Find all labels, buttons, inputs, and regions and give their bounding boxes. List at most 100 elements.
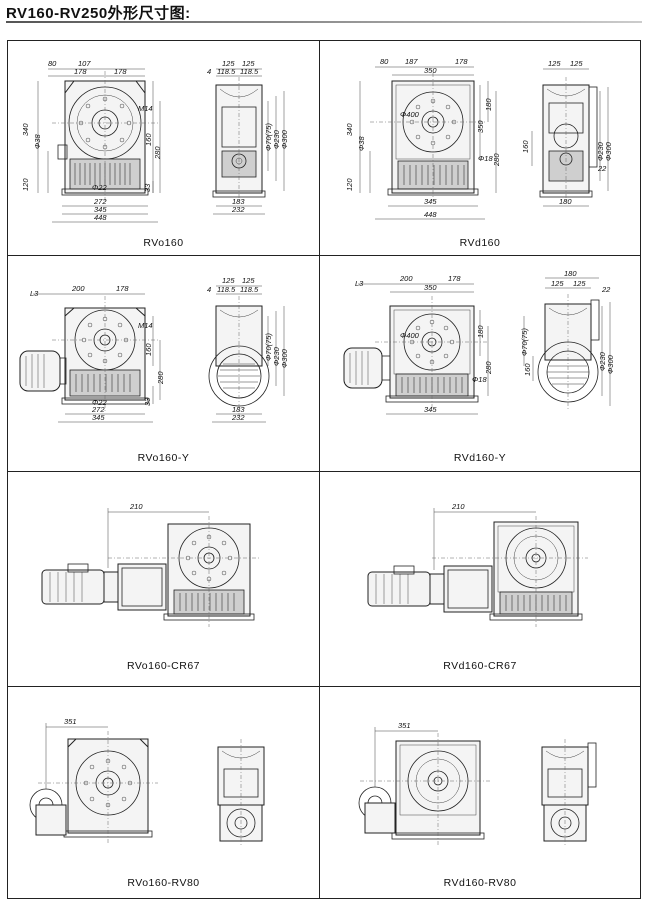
dim-210: 210 bbox=[129, 502, 143, 511]
side-dim-125-right: 125 bbox=[573, 279, 586, 288]
side-dim-125-left: 125 bbox=[222, 59, 235, 68]
dim-107: 107 bbox=[78, 59, 91, 68]
dim-178: 178 bbox=[455, 57, 468, 66]
drawing-rvd160-y: L3 200 178 350 Φ400 180 280 Φ18 345 180 … bbox=[343, 269, 615, 415]
panel-rvd160-rv80: 351 RVd160-RV80 bbox=[319, 686, 641, 899]
dim-160: 160 bbox=[144, 343, 153, 356]
panel-rvd160-y: L3 200 178 350 Φ400 180 280 Φ18 345 180 … bbox=[319, 255, 641, 472]
dim-350-vertical: 350 bbox=[476, 120, 485, 133]
dim-phi22: Φ22 bbox=[92, 398, 107, 407]
caption-rvo160-y: RVo160-Y bbox=[137, 452, 190, 464]
dim-phi38: Φ38 bbox=[357, 136, 366, 151]
dim-345: 345 bbox=[424, 197, 437, 206]
side-dim-phi70: Φ70(75) bbox=[520, 328, 529, 356]
dim-phi18: Φ18 bbox=[472, 375, 487, 384]
dim-350: 350 bbox=[424, 283, 437, 292]
side-dim-125-right: 125 bbox=[242, 59, 255, 68]
dim-345: 345 bbox=[92, 413, 105, 422]
dim-phi18: Φ18 bbox=[478, 154, 493, 163]
dim-280: 280 bbox=[484, 361, 493, 375]
side-dim-118.5-right: 118.5 bbox=[240, 285, 259, 294]
side-dim-118.5-right: 118.5 bbox=[240, 67, 259, 76]
caption-rvd160-cr67: RVd160-CR67 bbox=[443, 660, 517, 672]
panel-rvo160-rv80: 351 RVo160-RV80 bbox=[7, 686, 320, 899]
panel-rvo160-cr67: 210 RVo160-CR67 bbox=[7, 471, 320, 687]
dim-200: 200 bbox=[399, 274, 413, 283]
side-dim-phi230: Φ230 bbox=[598, 351, 607, 371]
dim-210: 210 bbox=[451, 502, 465, 511]
side-dim-160: 160 bbox=[521, 140, 530, 153]
dim-phi400: Φ400 bbox=[400, 331, 420, 340]
drawing-rvo160-rv80: 351 bbox=[29, 717, 265, 847]
dim-187: 187 bbox=[405, 57, 418, 66]
dim-345: 345 bbox=[94, 205, 107, 214]
side-dim-125-right: 125 bbox=[570, 59, 583, 68]
side-dim-22: 22 bbox=[601, 285, 611, 294]
dim-phi400: Φ400 bbox=[400, 110, 420, 119]
side-dim-phi230: Φ230 bbox=[272, 129, 281, 149]
dim-345: 345 bbox=[424, 405, 437, 414]
side-dim-125-right: 125 bbox=[242, 276, 255, 285]
dim-178-right: 178 bbox=[114, 67, 127, 76]
side-dim-125-left: 125 bbox=[222, 276, 235, 285]
side-dim-phi300: Φ300 bbox=[606, 354, 615, 374]
side-dim-180: 180 bbox=[559, 197, 572, 206]
dim-m14: M14 bbox=[138, 321, 153, 330]
dim-178: 178 bbox=[448, 274, 461, 283]
dim-448: 448 bbox=[94, 213, 107, 222]
side-dim-125-left: 125 bbox=[548, 59, 561, 68]
dim-272: 272 bbox=[91, 405, 105, 414]
caption-rvo160: RVo160 bbox=[143, 237, 184, 249]
drawing-rvo160: 80 107 178 178 M14 340 Φ38 120 160 280 Φ… bbox=[21, 59, 289, 223]
side-dim-160: 160 bbox=[523, 363, 532, 376]
side-dim-phi70: Φ70(75) bbox=[264, 123, 273, 151]
caption-rvd160-rv80: RVd160-RV80 bbox=[443, 877, 517, 889]
caption-rvo160-cr67: RVo160-CR67 bbox=[126, 660, 201, 672]
side-dim-180: 180 bbox=[564, 269, 577, 278]
dim-160: 160 bbox=[144, 133, 153, 146]
dim-340: 340 bbox=[345, 123, 354, 136]
dim-120: 120 bbox=[21, 178, 30, 191]
dim-33: 33 bbox=[143, 183, 152, 192]
dim-200: 200 bbox=[71, 284, 85, 293]
side-dim-phi300: Φ300 bbox=[280, 129, 289, 149]
panel-rvd160-cr67: 210 RVd160-CR67 bbox=[319, 471, 641, 687]
dim-80: 80 bbox=[380, 57, 389, 66]
dim-280: 280 bbox=[156, 371, 165, 385]
side-dim-125-left: 125 bbox=[551, 279, 564, 288]
dim-phi38: Φ38 bbox=[33, 134, 42, 149]
dim-272: 272 bbox=[93, 197, 107, 206]
dim-351: 351 bbox=[398, 721, 411, 730]
title-divider bbox=[6, 21, 642, 23]
side-dim-4: 4 bbox=[207, 67, 211, 76]
panel-rvo160: 80 107 178 178 M14 340 Φ38 120 160 280 Φ… bbox=[7, 40, 320, 256]
dim-L3: L3 bbox=[30, 289, 39, 298]
dim-340: 340 bbox=[21, 123, 30, 136]
dim-m14: M14 bbox=[138, 104, 153, 113]
side-dim-232: 232 bbox=[231, 413, 245, 422]
side-dim-232: 232 bbox=[231, 205, 245, 214]
drawing-rvo160-cr67: 210 bbox=[41, 502, 260, 627]
dim-350: 350 bbox=[424, 66, 437, 75]
side-dim-phi230: Φ230 bbox=[272, 346, 281, 366]
panel-rvo160-y: L3 200 178 M14 160 280 Φ22 33 272 345 12… bbox=[7, 255, 320, 472]
dim-L3: L3 bbox=[355, 279, 364, 288]
drawing-rvd160-rv80: 351 bbox=[358, 721, 597, 847]
side-dim-phi70: Φ70(75) bbox=[264, 333, 273, 361]
caption-rvd160-y: RVd160-Y bbox=[453, 452, 507, 464]
side-dim-183: 183 bbox=[232, 197, 245, 206]
dim-280: 280 bbox=[492, 153, 501, 167]
dim-351: 351 bbox=[64, 717, 77, 726]
dim-phi22: Φ22 bbox=[92, 183, 107, 192]
dim-180: 180 bbox=[484, 98, 493, 111]
dim-80: 80 bbox=[48, 59, 57, 68]
dim-33: 33 bbox=[143, 397, 152, 406]
drawing-rvd160: 80 187 178 350 Φ400 340 Φ38 120 350 180 … bbox=[345, 57, 613, 220]
side-dim-118.5-left: 118.5 bbox=[217, 285, 236, 294]
side-dim-phi300: Φ300 bbox=[604, 141, 613, 161]
page-title: RV160-RV250外形尺寸图: bbox=[6, 5, 191, 22]
dim-120: 120 bbox=[345, 178, 354, 191]
drawing-rvd160-cr67: 210 bbox=[367, 502, 588, 627]
caption-rvd160: RVd160 bbox=[459, 237, 501, 249]
dim-280: 280 bbox=[153, 146, 162, 160]
